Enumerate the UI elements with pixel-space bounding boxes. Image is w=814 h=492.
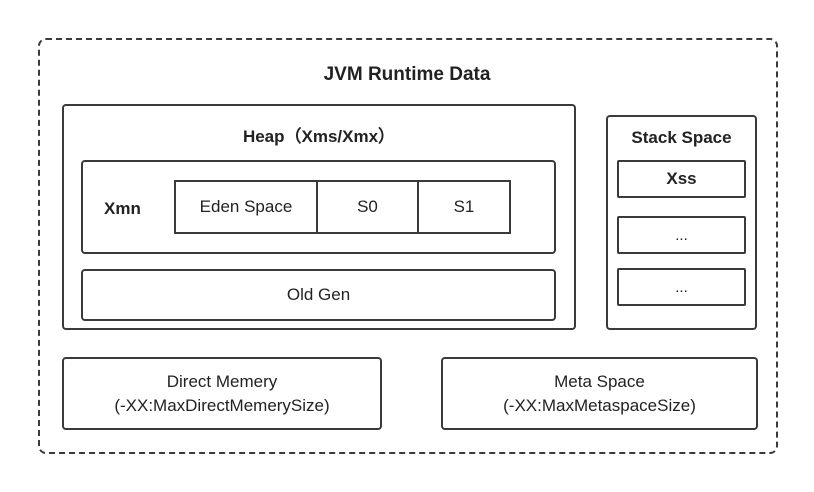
- s1-label: S1: [453, 197, 475, 216]
- direct-memory-label: Direct Memery: [166, 371, 278, 391]
- xmn-label: Xmn: [104, 199, 141, 218]
- stack-item-3-label: ...: [675, 278, 688, 296]
- meta-space-option: (-XX:MaxMetaspaceSize): [503, 395, 696, 415]
- direct-memory-option: (-XX:MaxDirectMemerySize): [114, 395, 330, 415]
- jvm-runtime-data-container: [38, 38, 778, 454]
- eden-space-cell: Eden Space: [176, 182, 318, 232]
- meta-space-label: Meta Space: [554, 371, 645, 391]
- stack-space-title: Stack Space: [631, 128, 732, 147]
- stack-item-xss: Xss: [617, 160, 746, 198]
- direct-memory-box: Direct Memery (-XX:MaxDirectMemerySize): [62, 357, 382, 430]
- old-gen-box: Old Gen: [81, 269, 556, 321]
- stack-item-2: ...: [617, 216, 746, 254]
- old-gen-label: Old Gen: [286, 285, 351, 304]
- young-gen-cells: Eden Space S0 S1: [174, 180, 511, 234]
- stack-item-2-label: ...: [675, 226, 688, 244]
- s0-cell: S0: [318, 182, 419, 232]
- xss-label: Xss: [666, 169, 697, 188]
- meta-space-box: Meta Space (-XX:MaxMetaspaceSize): [441, 357, 758, 430]
- diagram-title: JVM Runtime Data: [323, 64, 491, 85]
- heap-title: Heap（Xms/Xmx）: [242, 127, 396, 146]
- stack-item-3: ...: [617, 268, 746, 306]
- eden-space-label: Eden Space: [199, 197, 293, 216]
- s1-cell: S1: [419, 182, 509, 232]
- s0-label: S0: [357, 197, 378, 216]
